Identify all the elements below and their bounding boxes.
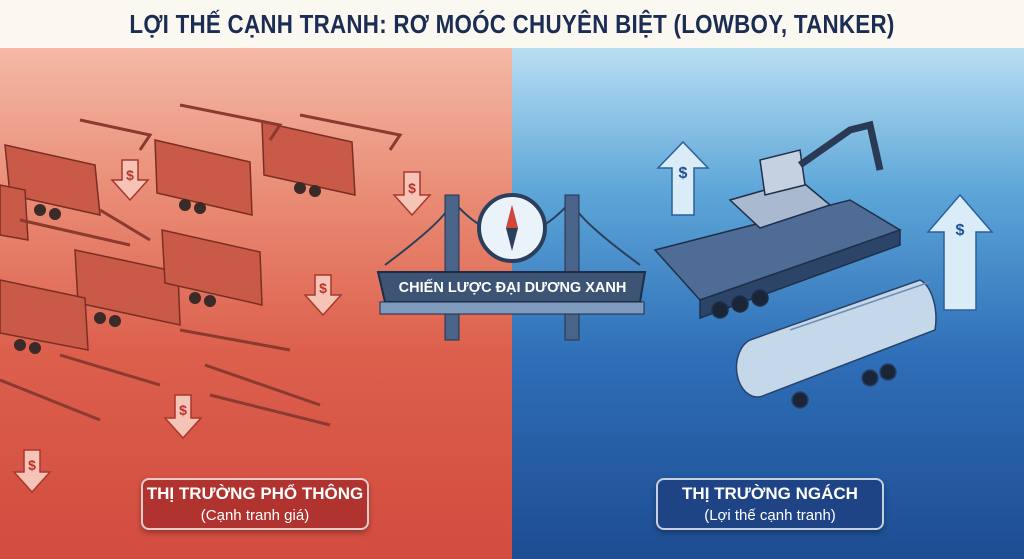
- bridge-label: CHIẾN LƯỢC ĐẠI DƯƠNG XANH: [398, 280, 627, 296]
- mass-market-label: THỊ TRƯỜNG PHỔ THÔNG (Cạnh tranh giá): [141, 478, 369, 530]
- container-trailers: [0, 121, 356, 351]
- dollar-icon: $: [179, 402, 187, 418]
- niche-market-title: THỊ TRƯỜNG NGÁCH: [682, 484, 858, 503]
- dollar-icon: $: [319, 280, 327, 296]
- dollar-icon: $: [408, 180, 416, 196]
- dollar-icon: $: [955, 222, 965, 239]
- empty-chassis: [0, 103, 403, 427]
- lowboy-trailer-with-excavator: [653, 120, 902, 320]
- niche-market-label: THỊ TRƯỜNG NGÁCH (Lợi thế cạnh tranh): [656, 478, 884, 530]
- mass-market-title: THỊ TRƯỜNG PHỔ THÔNG: [146, 484, 364, 503]
- tanker-trailer: [735, 279, 937, 409]
- down-arrow-icons: [12, 159, 432, 494]
- niche-market-subtitle: (Lợi thế cạnh tranh): [704, 507, 836, 524]
- wheels: [14, 182, 321, 354]
- compass-icon: [477, 193, 547, 263]
- dollar-icon: $: [28, 457, 36, 473]
- up-arrow-icons: [656, 140, 994, 311]
- dollar-icon: $: [126, 167, 134, 183]
- page-title: LỢI THẾ CẠNH TRANH: RƠ MOÓC CHUYÊN BIỆT …: [129, 8, 895, 39]
- dollar-icon: $: [678, 165, 688, 182]
- mass-market-subtitle: (Cạnh tranh giá): [200, 507, 310, 524]
